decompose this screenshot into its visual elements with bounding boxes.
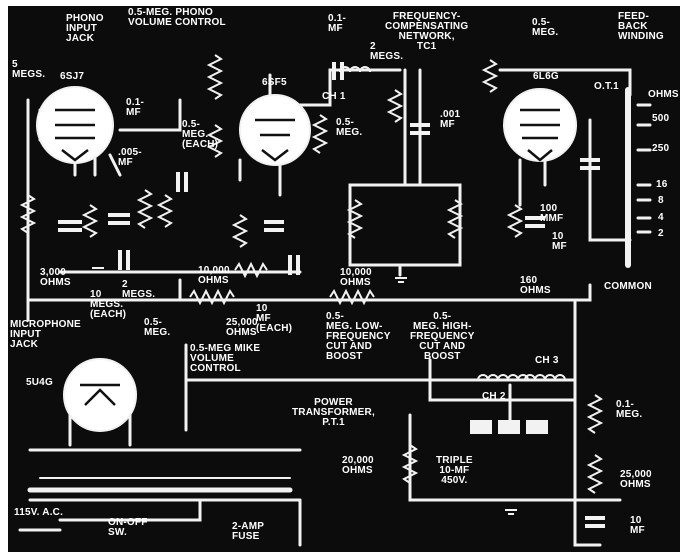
tube-6f5-label: 6SF5 <box>262 77 287 88</box>
resistor-160ohms-label: 160 OHMS <box>520 275 551 296</box>
ohms-label: OHMS <box>648 89 679 100</box>
resistor-20000ohms-label: 20,000 OHMS <box>342 455 374 476</box>
resistor-10000ohms-b-label: 10,000 OHMS <box>340 267 372 288</box>
fuse-label: 2-AMP FUSE <box>232 521 265 542</box>
tap-16-label: 16 <box>656 179 668 190</box>
resistor-2megs-lower-label: 2 MEGS. <box>122 279 156 300</box>
resistor-25000ohms-b-label: 25,000 OHMS <box>620 469 652 490</box>
phono-input-jack-label: PHONO INPUT JACK <box>66 13 104 44</box>
capacitor-0.1mf-left-label: 0.1- MF <box>126 97 145 118</box>
high-frequency-control-label: 0.5- MEG. HIGH- FREQUENCY CUT AND BOOST <box>410 311 475 362</box>
tap-500-label: 500 <box>652 113 670 124</box>
choke-ch2-label: CH 2 <box>482 391 506 402</box>
resistor-3000ohms-label: 3,000 OHMS <box>40 267 71 288</box>
phono-volume-control-label: 0.5-MEG. PHONO VOLUME CONTROL <box>128 7 226 28</box>
capacitor-.005mf-label: .005- MF <box>118 147 142 168</box>
resistor-0.5meg-top-label: 0.5- MEG. <box>532 17 559 38</box>
capacitor-10mf-bottom-label: 10 MF <box>630 515 645 536</box>
capacitor-0.1mf-top-label: 0.1- MF <box>328 13 347 34</box>
low-frequency-control-label: 0.5- MEG. LOW- FREQUENCY CUT AND BOOST <box>326 311 391 362</box>
resistor-0.5meg-mid-label: 0.5- MEG. <box>336 117 363 138</box>
resistor-5megs-label: 5 MEGS. <box>12 59 46 80</box>
resistors-10megs-each-label: 10 MEGS. (EACH) <box>90 289 127 320</box>
tube-6l6g-label: 6L6G <box>533 71 559 82</box>
common-terminal-label: COMMON <box>604 281 652 292</box>
tube-5u4g-label: 5U4G <box>26 377 53 388</box>
capacitor-100mmf-label: 100 MMF <box>540 203 564 224</box>
tap-8-label: 8 <box>658 195 664 206</box>
capacitor-.001mf-label: .001 MF <box>440 109 461 130</box>
triple-capacitor-label: TRIPLE 10-MF 450V. <box>436 455 473 486</box>
resistor-0.5meg-each-label: 0.5- MEG. (EACH) <box>182 119 219 150</box>
choke-ch3-label: CH 3 <box>535 355 559 366</box>
mike-volume-control-label: 0.5-MEG MIKE VOLUME CONTROL <box>190 343 261 374</box>
output-transformer-label: O.T.1 <box>594 81 619 92</box>
choke-ch1-label: CH 1 <box>322 91 346 102</box>
frequency-network-label: FREQUENCY- COMPENSATING NETWORK, TC1 <box>385 11 469 52</box>
capacitors-10mf-each-label: 10 MF (EACH) <box>256 303 293 334</box>
resistor-2megs-label: 2 MEGS. <box>370 41 404 62</box>
resistor-0.1meg-right-label: 0.1- MEG. <box>616 399 643 420</box>
resistor-10000ohms-a-label: 10,000 OHMS <box>198 265 230 286</box>
tap-2-label: 2 <box>658 228 664 239</box>
power-transformer-label: POWER TRANSFORMER, P.T.1 <box>292 397 375 428</box>
ac-input-label: 115V. A.C. <box>14 507 64 518</box>
microphone-input-jack-label: MICROPHONE INPUT JACK <box>10 319 81 350</box>
feedback-winding-label: FEED- BACK WINDING <box>618 11 664 42</box>
resistor-0.5meg-low-label: 0.5- MEG. <box>144 317 171 338</box>
on-off-switch-label: ON-OFF SW. <box>108 517 148 538</box>
capacitor-10mf-mid-label: 10 MF <box>552 231 567 252</box>
tap-250-label: 250 <box>652 143 670 154</box>
tap-4-label: 4 <box>658 212 664 223</box>
resistor-25000ohms-a-label: 25,000 OHMS <box>226 317 258 338</box>
tube-6sj7-label: 6SJ7 <box>60 71 85 82</box>
